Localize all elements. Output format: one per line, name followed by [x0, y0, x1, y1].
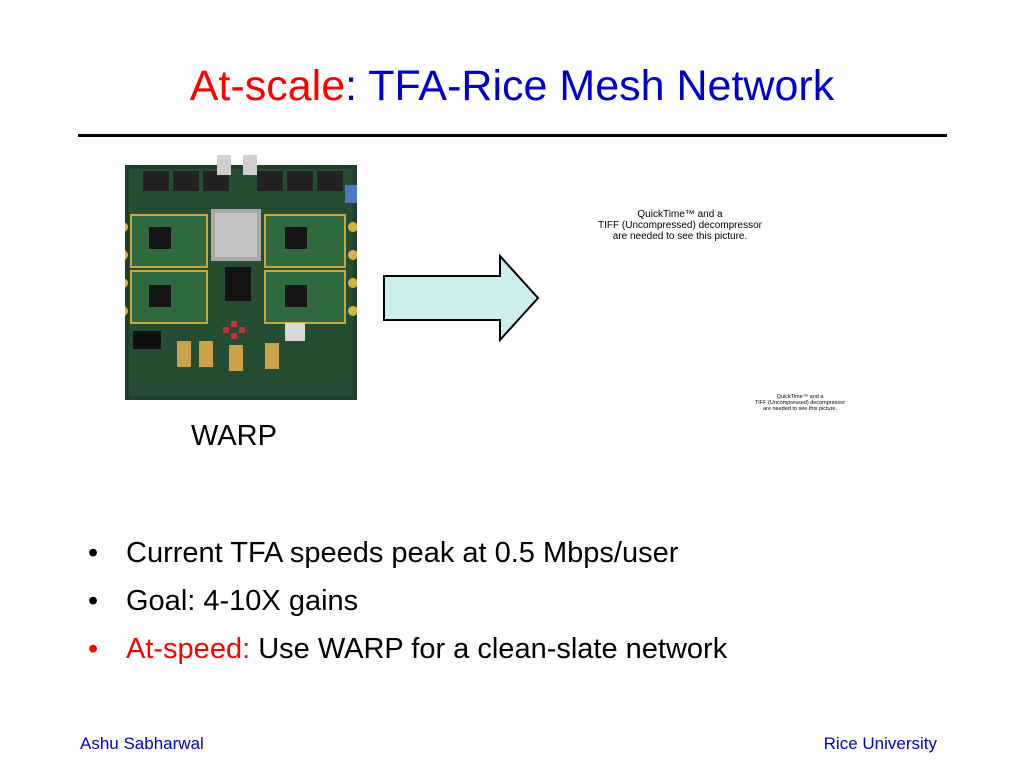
quicktime-line: are needed to see this picture. [612, 231, 748, 242]
bullet-dot: • [88, 585, 99, 617]
right-arrow-icon [383, 254, 540, 342]
bullet-item: • Goal: 4-10X gains [88, 577, 727, 625]
quicktime-notice-small: QuickTime™ and a TIFF (Uncompressed) dec… [750, 394, 850, 412]
bullet-text: Goal: 4-10X gains [126, 585, 359, 617]
bullet-highlight: At-speed: [126, 633, 251, 665]
footer-institution: Rice University [823, 734, 937, 753]
quicktime-line: QuickTime™ and a [637, 209, 723, 220]
quicktime-line: are needed to see this picture. [763, 406, 837, 412]
quicktime-line: QuickTime™ and a [776, 394, 824, 400]
quicktime-line: TIFF (Uncompressed) decompressor [598, 220, 762, 231]
bullet-list: • Current TFA speeds peak at 0.5 Mbps/us… [88, 529, 727, 673]
bullet-text: Use WARP for a clean-slate network [250, 633, 728, 665]
warp-board-image [125, 155, 357, 400]
title-main: TFA-Rice Mesh Network [357, 62, 835, 110]
footer-author: Ashu Sabharwal [80, 734, 204, 753]
quicktime-line: TIFF (Uncompressed) decompressor [754, 400, 846, 406]
bullet-item: • At-speed: Use WARP for a clean-slate n… [88, 625, 727, 673]
title-divider [78, 134, 947, 137]
slide-title: At-scale: TFA-Rice Mesh Network [0, 60, 1024, 112]
bullet-item: • Current TFA speeds peak at 0.5 Mbps/us… [88, 529, 727, 577]
image-caption: WARP [191, 420, 277, 452]
bullet-dot: • [88, 633, 99, 665]
quicktime-notice-large: QuickTime™ and a TIFF (Uncompressed) dec… [560, 209, 800, 242]
title-colon: : [345, 62, 358, 110]
title-prefix: At-scale [189, 62, 346, 110]
bullet-dot: • [88, 537, 99, 569]
bullet-text: Current TFA speeds peak at 0.5 Mbps/user [126, 537, 679, 569]
